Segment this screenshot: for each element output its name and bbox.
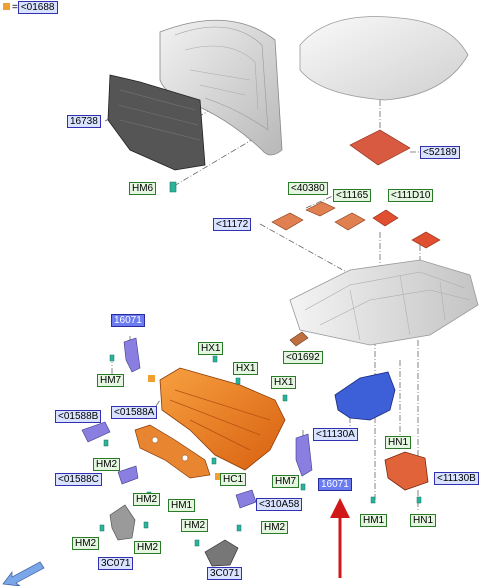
fastener-label-hm7-a[interactable]: HM7	[97, 374, 125, 387]
small-brackets	[271, 201, 441, 249]
part-label-310a58[interactable]: <310A58	[256, 498, 303, 511]
bracket-11130a	[334, 371, 396, 421]
pillar-16071-bottom	[295, 433, 313, 477]
part-label-16071-bottom[interactable]: 16071	[318, 478, 352, 491]
fastener-label-hm2-a[interactable]: HM2	[93, 458, 121, 471]
part-label-01588a[interactable]: <01588A	[111, 406, 158, 419]
marker-square-2	[215, 473, 222, 480]
fastener-label-hm2-b[interactable]: HM2	[133, 493, 161, 506]
mount-3c071-left	[109, 504, 136, 541]
part-label-40380[interactable]: <40380	[288, 182, 328, 195]
part-label-11130a[interactable]: <11130A	[313, 428, 358, 441]
part-label-16071-top[interactable]: 16071	[111, 314, 145, 327]
dash-panel-orange	[159, 367, 286, 471]
part-label-11165[interactable]: <11165	[333, 189, 372, 202]
fastener-label-hm2-f[interactable]: HM2	[134, 541, 162, 554]
marker-square	[148, 375, 155, 382]
down-arrow-icon	[330, 498, 350, 578]
fastener-label-hm1-a[interactable]: HM1	[168, 499, 196, 512]
hood-insulator-part	[107, 74, 206, 171]
part-label-01588b[interactable]: <01588B	[55, 410, 102, 423]
bracket-310a58	[235, 489, 257, 509]
part-label-52189[interactable]: <52189	[420, 146, 460, 159]
fastener-label-hn1-b[interactable]: HN1	[410, 514, 437, 527]
part-label-01588c[interactable]: <01588C	[55, 473, 102, 486]
bracket-11130b	[384, 451, 429, 491]
fastener-label-hc1[interactable]: HC1	[220, 473, 247, 486]
fastener-label-hm6[interactable]: HM6	[129, 182, 157, 195]
bracket-01588c	[117, 465, 139, 485]
part-label-11130b[interactable]: <11130B	[434, 472, 479, 485]
fastener-label-hx1-b[interactable]: HX1	[233, 362, 259, 375]
bracket-01588b	[81, 421, 111, 443]
fastener-label-hm7-b[interactable]: HM7	[272, 475, 300, 488]
roof-panel	[299, 16, 469, 101]
part-label-3c071-b[interactable]: 3C071	[207, 567, 243, 580]
pillar-16071-top	[123, 337, 141, 373]
fastener-label-hm2-e[interactable]: HM2	[72, 537, 100, 550]
part-label-3c071-a[interactable]: 3C071	[98, 557, 134, 570]
legend-eq: =	[12, 2, 18, 13]
roof-bracket-52189	[349, 129, 411, 166]
lower-brace-orange	[134, 424, 211, 479]
corner-arrow-icon	[2, 561, 45, 586]
fastener-label-hm1-b[interactable]: HM1	[360, 514, 388, 527]
part-label-01692[interactable]: <01692	[283, 351, 323, 364]
fastener-label-hm2-c[interactable]: HM2	[181, 519, 209, 532]
fastener-label-hx1-c[interactable]: HX1	[271, 376, 297, 389]
legend-marker-icon	[3, 3, 10, 10]
mount-3c071-right	[204, 539, 239, 567]
part-label-111d10[interactable]: <111D10	[388, 189, 434, 202]
part-label-11172[interactable]: <11172	[213, 218, 252, 231]
fastener-label-hm2-d[interactable]: HM2	[261, 521, 289, 534]
fastener-label-hx1-a[interactable]: HX1	[198, 342, 224, 355]
strip-01692	[289, 331, 309, 347]
legend-header: =<01688	[3, 1, 58, 14]
floor-pan	[289, 259, 479, 346]
fastener-label-hn1-a[interactable]: HN1	[385, 436, 412, 449]
fastener-clips	[99, 354, 422, 547]
legend-code-link[interactable]: <01688	[17, 1, 58, 14]
hm6-clip	[169, 181, 177, 193]
part-label-16738[interactable]: 16738	[67, 115, 101, 128]
